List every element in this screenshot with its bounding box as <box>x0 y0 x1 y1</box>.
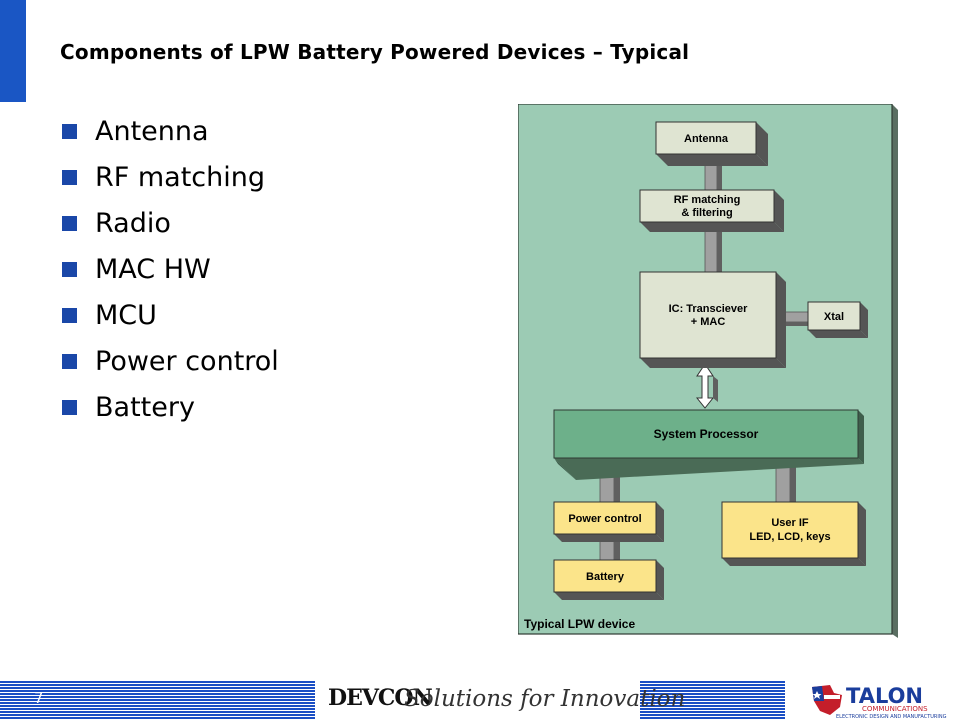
bullet-text: MCU <box>95 299 157 331</box>
power-control-block: Power control <box>553 501 664 542</box>
antenna-block: Antenna <box>655 121 768 166</box>
title-accent-bar <box>0 0 26 102</box>
square-bullet-icon <box>62 123 77 139</box>
bullet-text: Radio <box>95 207 171 239</box>
bidirectional-arrow-ic-processor <box>695 363 718 409</box>
talon-logo: TALON COMMUNICATIONS ELECTRONIC DESIGN A… <box>812 684 947 720</box>
xtal-label: Xtal <box>824 311 844 323</box>
bullet-item: MCU <box>62 292 279 338</box>
bullet-item: Radio <box>62 200 279 246</box>
square-bullet-icon <box>62 169 77 185</box>
user-if-detail-label: LED, LCD, keys <box>749 531 830 543</box>
bullet-item: Battery <box>62 384 279 430</box>
bullet-item: Antenna <box>62 108 279 154</box>
talon-wordmark: TALON <box>846 684 923 708</box>
bullet-item: MAC HW <box>62 246 279 292</box>
battery-label: Battery <box>586 571 625 583</box>
texas-flag-icon <box>812 685 842 715</box>
bullet-text: Battery <box>95 391 195 423</box>
square-bullet-icon <box>62 261 77 277</box>
talon-subtitle: COMMUNICATIONS <box>862 705 928 713</box>
ic-transceiver-label: IC: Transciever <box>669 303 749 315</box>
bullet-item: RF matching <box>62 154 279 200</box>
footer-tagline: Solutions for Innovation <box>404 686 686 712</box>
page-number: 7 <box>34 689 44 707</box>
bullet-text: Antenna <box>95 115 209 147</box>
bullet-item: Power control <box>62 338 279 384</box>
bullet-text: RF matching <box>95 161 266 193</box>
talon-tagline: ELECTRONIC DESIGN AND MANUFACTURING <box>836 714 947 720</box>
xtal-block: Xtal <box>807 301 868 338</box>
diagram-caption: Typical LPW device <box>524 617 635 631</box>
slide-title: Components of LPW Battery Powered Device… <box>60 40 690 64</box>
square-bullet-icon <box>62 307 77 323</box>
rf-filtering-label: & filtering <box>681 207 732 219</box>
antenna-label: Antenna <box>684 133 729 145</box>
rf-matching-block: RF matching & filtering <box>639 189 784 232</box>
lpw-device-block-diagram: Antenna RF matching & filtering IC: Tran… <box>518 104 898 638</box>
square-bullet-icon <box>62 215 77 231</box>
square-bullet-icon <box>62 353 77 369</box>
system-processor-label: System Processor <box>654 427 759 441</box>
ic-transceiver-block: IC: Transciever + MAC <box>639 271 786 368</box>
system-processor-block: System Processor <box>553 409 864 480</box>
square-bullet-icon <box>62 399 77 415</box>
rf-matching-label: RF matching <box>674 194 741 206</box>
user-if-block: User IF LED, LCD, keys <box>721 501 866 566</box>
ic-mac-label: + MAC <box>691 316 726 328</box>
footer-bar: 7 DEVCON Solutions for Innovation TALON … <box>0 681 960 720</box>
bullet-list: Antenna RF matching Radio MAC HW MCU Pow… <box>62 108 279 430</box>
bullet-text: MAC HW <box>95 253 211 285</box>
power-control-label: Power control <box>568 513 641 525</box>
bullet-text: Power control <box>95 345 279 377</box>
devcon-logo: DEVCON <box>328 685 433 711</box>
user-if-label: User IF <box>771 517 809 529</box>
battery-block: Battery <box>553 559 664 600</box>
